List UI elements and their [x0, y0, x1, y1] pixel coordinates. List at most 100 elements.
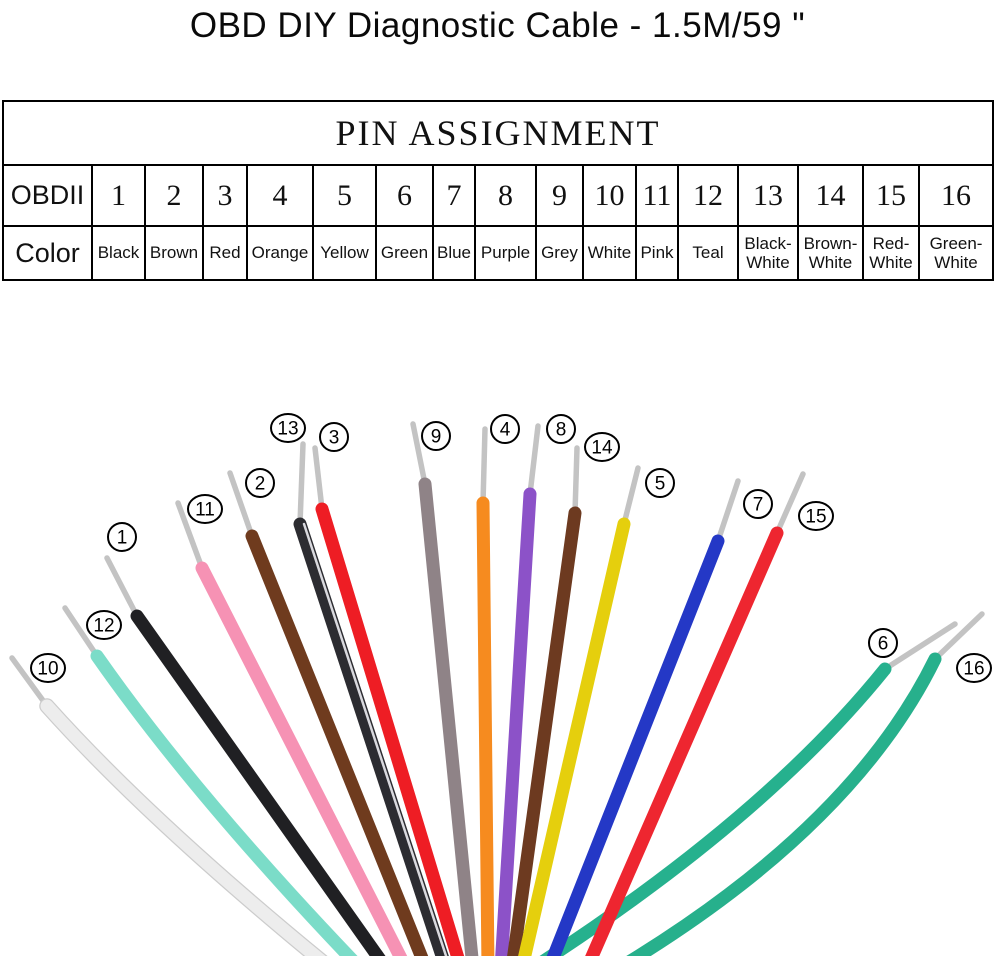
wire-11-tip	[175, 500, 205, 571]
wire-4	[476, 496, 495, 956]
wire-label-circle-13	[270, 413, 306, 443]
wire-label-circle-2	[245, 468, 275, 498]
wire-label-circle-1	[107, 522, 137, 552]
color-name-cell: Brown-White	[797, 225, 864, 281]
pin-number-cell: 10	[582, 164, 637, 227]
table-title: PIN ASSIGNMENT	[1, 100, 995, 166]
pin-number-cell: 9	[535, 164, 584, 227]
wire-label-3: 3	[329, 428, 340, 449]
pin-number-cell: 13	[737, 164, 799, 227]
wire-label-circle-7	[743, 489, 773, 519]
wire-6-tip	[882, 621, 958, 672]
wire-8-tip	[527, 423, 541, 497]
wire-2-tip	[227, 470, 255, 539]
pin-number-cell: 6	[375, 164, 434, 227]
color-name-cell: Blue	[432, 225, 476, 281]
wire-11	[195, 561, 408, 956]
color-name-cell: Brown	[144, 225, 204, 281]
wire-label-circle-8	[546, 414, 576, 444]
wire-13	[293, 517, 449, 956]
wire-10-outline	[39, 698, 328, 956]
wire-label-9: 9	[431, 427, 442, 448]
wire-9-tip	[410, 421, 428, 487]
color-name-cell: Orange	[246, 225, 314, 281]
wire-4-tip	[480, 426, 488, 506]
color-name-cell: Green	[375, 225, 434, 281]
color-name-cell: Yellow	[312, 225, 377, 281]
pin-number-cell: 1	[91, 164, 146, 227]
color-name-cell: Black-White	[737, 225, 799, 281]
wire-label-circle-9	[421, 421, 451, 451]
wire-label-circle-3	[319, 422, 349, 452]
pin-number-cell: 11	[635, 164, 679, 227]
page-title: OBD DIY Diagnostic Cable - 1.5M/59 "	[189, 6, 806, 45]
wire-16	[626, 652, 942, 956]
color-name-cell: Grey	[535, 225, 584, 281]
wire-10-tip	[9, 655, 50, 709]
wire-15	[585, 526, 784, 956]
wire-label-5: 5	[655, 474, 666, 495]
wire-label-circle-10	[30, 653, 66, 683]
wire-label-13: 13	[277, 419, 298, 440]
wire-12	[90, 649, 358, 956]
wire-label-8: 8	[556, 420, 567, 441]
wire-14-tip	[572, 445, 580, 516]
wire-label-circle-4	[490, 414, 520, 444]
color-row-label: Color	[2, 225, 93, 281]
wire-13-stripe	[302, 522, 448, 956]
pin-number-cell: 8	[474, 164, 537, 227]
wire-label-circle-5	[645, 468, 675, 498]
wire-7	[546, 534, 725, 956]
pin-number-cell: 15	[862, 164, 920, 227]
color-name-cell: Red-White	[862, 225, 920, 281]
wire-label-circle-11	[187, 494, 223, 524]
color-name-cell: Green-White	[917, 225, 995, 281]
pin-number-cell: 3	[202, 164, 248, 227]
pin-number-cell: 14	[797, 164, 864, 227]
color-name-cell: Teal	[677, 225, 739, 281]
wire-label-12: 12	[93, 616, 114, 637]
color-name-cell: Pink	[635, 225, 679, 281]
wire-label-4: 4	[500, 420, 511, 441]
wire-label-circle-12	[86, 610, 122, 640]
wire-label-circle-6	[868, 628, 898, 658]
wire-10	[40, 699, 326, 956]
pin-number-cell: 16	[917, 164, 995, 227]
wire-5	[518, 517, 631, 956]
wire-16-tip	[932, 611, 985, 662]
wire-label-2: 2	[255, 474, 266, 495]
wire-6	[539, 662, 892, 956]
wire-label-circle-14	[584, 432, 620, 462]
wire-label-circle-15	[798, 501, 834, 531]
wire-5-tip	[621, 465, 641, 527]
wire-14	[507, 506, 582, 956]
pin-number-cell: 7	[432, 164, 476, 227]
wire-1	[130, 609, 386, 956]
wire-2	[245, 529, 429, 956]
wire-3-tip	[312, 445, 325, 512]
pin-number-cell: 5	[312, 164, 377, 227]
color-name-cell: White	[582, 225, 637, 281]
wire-label-7: 7	[753, 495, 764, 516]
wire-13-tip	[297, 441, 306, 527]
color-name-cell: Black	[91, 225, 146, 281]
pin-number-cell: 4	[246, 164, 314, 227]
wire-15-tip	[774, 471, 806, 536]
wire-8	[495, 487, 537, 956]
wire-label-14: 14	[591, 438, 613, 459]
color-name-cell: Purple	[474, 225, 537, 281]
wire-12-tip	[62, 605, 100, 659]
wire-label-10: 10	[37, 659, 58, 680]
wire-3	[315, 502, 465, 956]
wire-label-15: 15	[805, 507, 826, 528]
color-name-cell: Red	[202, 225, 248, 281]
wire-label-11: 11	[195, 500, 215, 521]
wire-9	[418, 477, 479, 956]
pin-number-cell: 12	[677, 164, 739, 227]
wire-label-1: 1	[117, 528, 128, 549]
wire-label-circle-16	[956, 653, 992, 683]
wire-1-tip	[104, 555, 140, 619]
obdii-row-label: OBDII	[2, 164, 93, 227]
wire-7-tip	[715, 478, 741, 544]
